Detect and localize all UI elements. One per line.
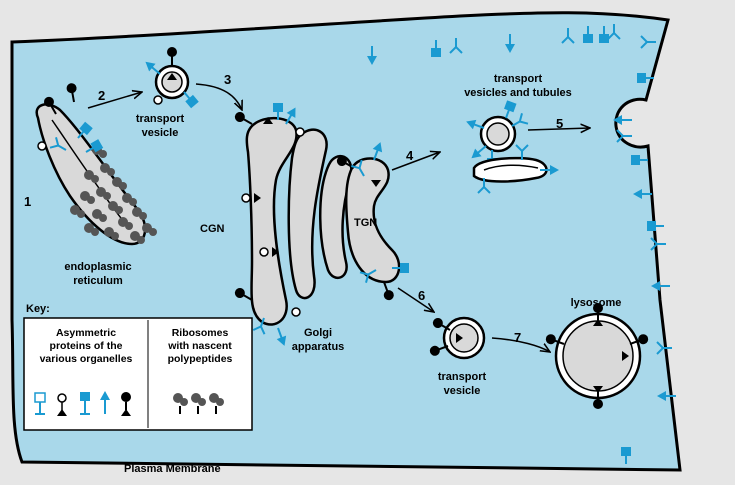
- step-1: 1: [24, 194, 31, 209]
- transport-vesicle-bottom-line2: vesicle: [444, 385, 481, 397]
- plasma-membrane-label: Plasma Membrane: [124, 463, 221, 475]
- key-box: Key: Asymmetric proteins of the various …: [23, 303, 253, 431]
- cgn-label: CGN: [200, 223, 225, 235]
- key-icon-cyan-arrow: [100, 391, 110, 414]
- er-label-line2: reticulum: [73, 275, 123, 287]
- lysosome-label: lysosome: [571, 297, 622, 309]
- step-4: 4: [406, 148, 414, 163]
- step-3: 3: [224, 72, 231, 87]
- key-icon-black-lollipop: [121, 392, 131, 416]
- key-icon-ribosomes: [173, 393, 224, 414]
- lysosome: [543, 302, 651, 410]
- key-icon-cyan-square: [34, 392, 46, 415]
- golgi-label-line1: Golgi: [304, 327, 332, 339]
- key-title: Key:: [26, 303, 50, 315]
- transport-vesicle-top: [141, 46, 200, 110]
- golgi-proteins: [232, 102, 410, 349]
- flow-arrows: [87, 83, 590, 352]
- transport-vesicles-tubules: [463, 99, 560, 194]
- key-col1-line3: various organelles: [40, 353, 133, 365]
- step-7: 7: [514, 330, 521, 345]
- key-col2-line2: with nascent: [167, 340, 232, 352]
- transport-vesicles-tubules-line2: vesicles and tubules: [464, 87, 572, 99]
- step-5: 5: [556, 116, 563, 131]
- key-col1-line1: Asymmetric: [56, 327, 116, 339]
- golgi-apparatus: [245, 117, 401, 326]
- transport-vesicles-tubules-line1: transport: [494, 73, 543, 85]
- transport-vesicle-top-line2: vesicle: [142, 127, 179, 139]
- step-2: 2: [98, 88, 105, 103]
- transport-vesicle-bottom-line1: transport: [438, 371, 487, 383]
- key-col2-line1: Ribosomes: [172, 327, 229, 339]
- key-col1-line2: proteins of the: [50, 340, 123, 352]
- er-proteins: [37, 81, 105, 158]
- tgn-label: TGN: [354, 217, 377, 229]
- step-6: 6: [418, 288, 425, 303]
- transport-vesicle-bottom: [427, 315, 486, 360]
- key-col2-line3: polypeptides: [168, 353, 233, 365]
- golgi-label-line2: apparatus: [292, 341, 345, 353]
- key-icon-open-circle-flag: [57, 393, 67, 416]
- er-label-line1: endoplasmic: [64, 261, 131, 273]
- key-icon-cyan-square-stalk: [80, 392, 90, 415]
- transport-vesicle-top-line1: transport: [136, 113, 185, 125]
